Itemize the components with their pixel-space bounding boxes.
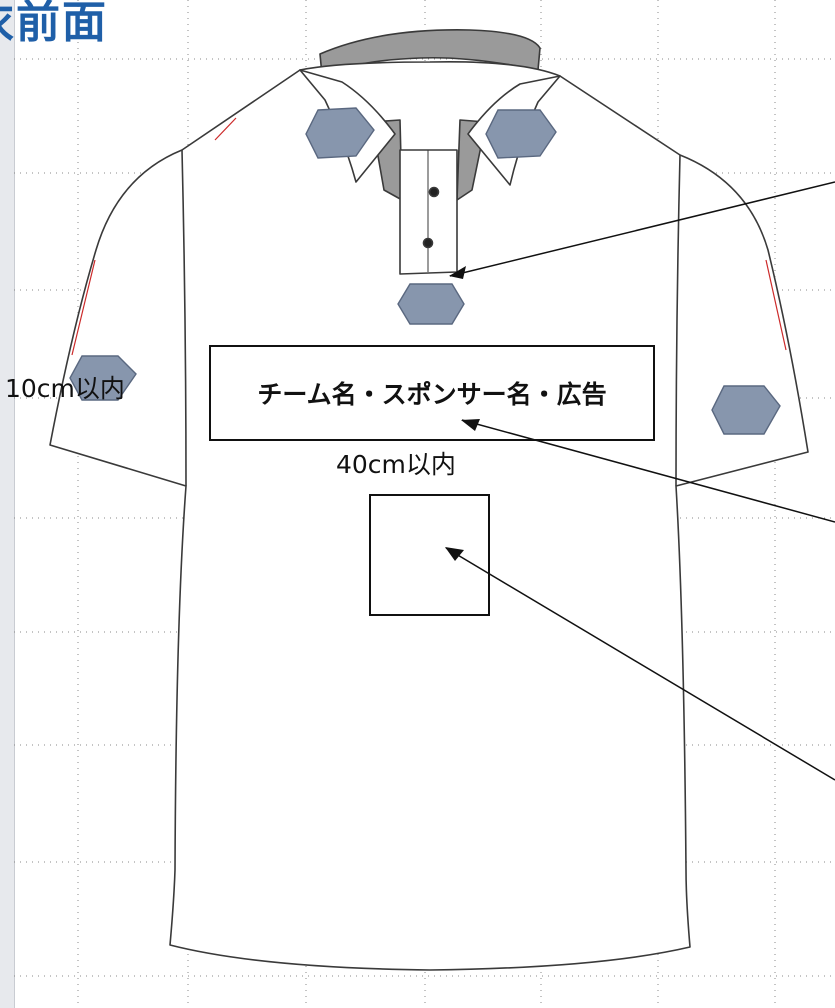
button-top xyxy=(428,186,440,198)
marker-left-sleeve xyxy=(69,355,137,401)
sidebar-strip xyxy=(0,0,14,1008)
marker-collar-right xyxy=(485,109,557,159)
marker-placket-bottom xyxy=(397,283,465,325)
logo-area-box xyxy=(209,345,655,441)
arrow-to-chest xyxy=(445,547,835,781)
marker-right-sleeve xyxy=(711,385,781,435)
marker-collar-left xyxy=(305,107,375,159)
chest-print-box xyxy=(369,494,490,616)
logo-area-label: チーム名・スポンサー名・広告 xyxy=(257,380,607,409)
arrow-to-placket xyxy=(449,181,835,277)
button-bottom xyxy=(422,237,434,249)
chest-size-label: 40cm以内 xyxy=(336,450,456,479)
page-title: 衣前面 xyxy=(0,0,108,48)
arrow-to-logo xyxy=(461,419,835,523)
sleeve-size-label: 10cm以内 xyxy=(5,374,125,403)
